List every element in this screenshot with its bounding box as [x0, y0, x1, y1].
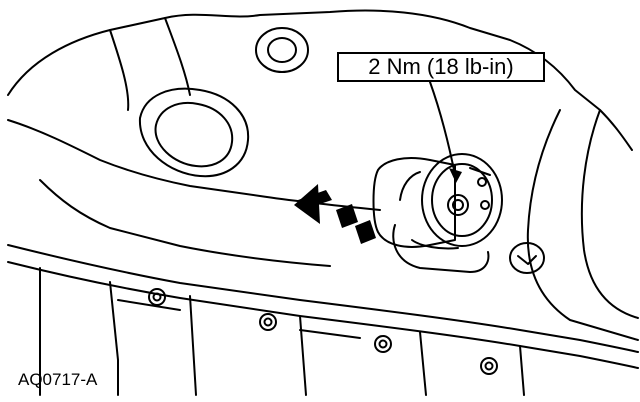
installation-direction-arrow-icon — [294, 184, 376, 244]
right-boss — [509, 242, 545, 274]
engine-block-outline — [7, 9, 633, 151]
figure-id: AQ0717-A — [18, 370, 98, 389]
pan-bolts — [148, 288, 498, 375]
oil-pan — [39, 267, 525, 396]
pan-rail-top — [7, 244, 639, 353]
large-bore — [138, 87, 250, 178]
torque-callout: 2 Nm (18 lb-in) — [337, 52, 545, 82]
upper-boss — [255, 27, 309, 73]
callout-leader — [429, 81, 456, 176]
pan-rail-bottom — [7, 261, 639, 369]
sensor — [372, 153, 503, 273]
